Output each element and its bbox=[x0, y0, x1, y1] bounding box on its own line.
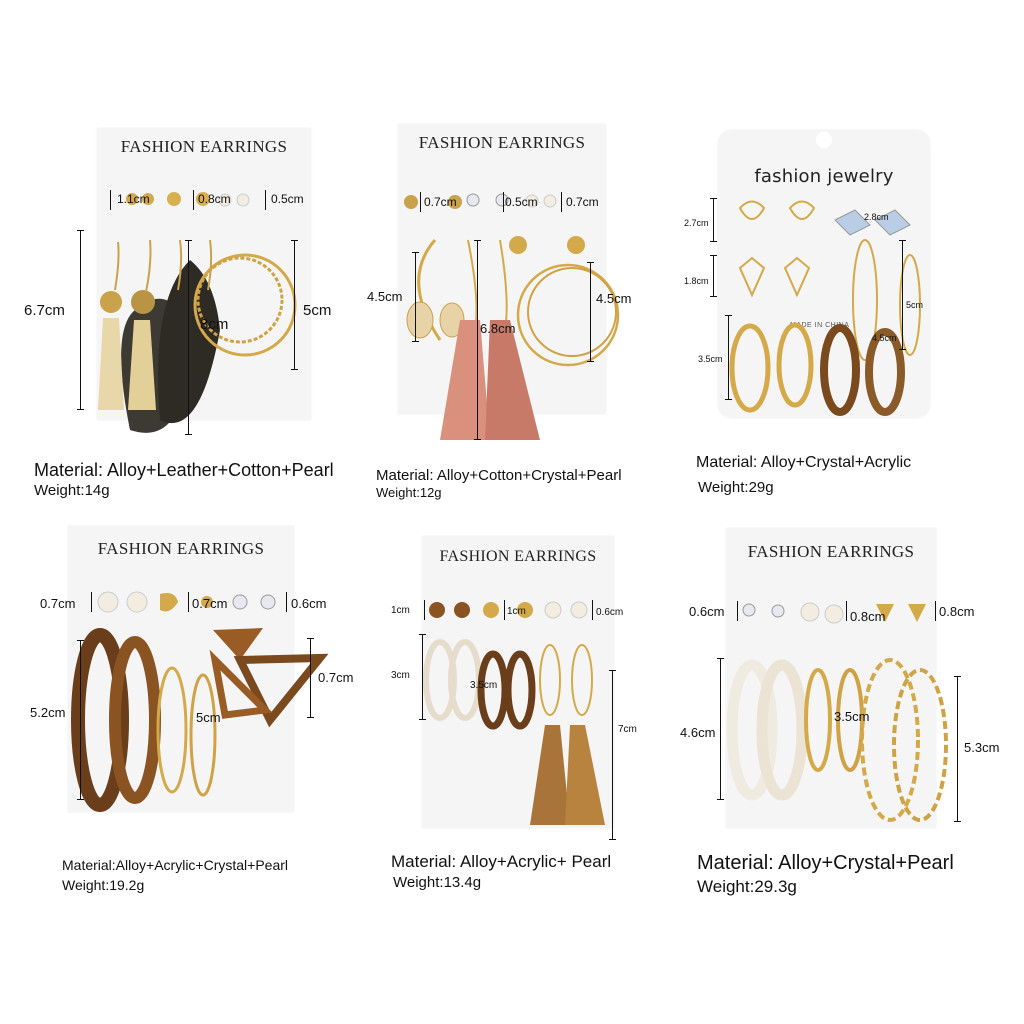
card-title: FASHION EARRINGS bbox=[120, 137, 288, 156]
earrings-hoop-set bbox=[423, 639, 605, 825]
earring-studs bbox=[742, 602, 926, 624]
dim-label: 4.5cm bbox=[367, 289, 403, 304]
weight-caption: Weight:29g bbox=[698, 479, 774, 496]
dim-label: 6.7cm bbox=[24, 302, 65, 319]
dim-label: 4.6cm bbox=[680, 725, 716, 740]
dim-label: 0.7cm bbox=[318, 670, 354, 685]
dim-label: 5cm bbox=[196, 710, 221, 725]
dim-label: 1cm bbox=[507, 606, 526, 617]
card-title: FASHION EARRINGS bbox=[747, 542, 915, 561]
dim-label: 3.5cm bbox=[698, 354, 723, 364]
earring-studs bbox=[97, 591, 276, 613]
earring-studs bbox=[429, 601, 588, 619]
dim-label: 5cm bbox=[303, 302, 332, 319]
dim-label: 7cm bbox=[618, 724, 637, 735]
dim-label: 0.7cm bbox=[424, 195, 457, 209]
product-panel-6: FASHION EARRINGS 0.6cm 0.8cm 0.8cm 4.6cm… bbox=[680, 510, 1024, 1024]
product-panel-1: FASHION EARRINGS 1.1cm 0.8cm 0.5cm 6.7cm… bbox=[0, 0, 340, 510]
dim-label: 1cm bbox=[391, 605, 410, 616]
earrings-dangle-set bbox=[98, 239, 297, 433]
weight-caption: Weight:29.3g bbox=[697, 877, 797, 896]
dim-label: 5cm bbox=[906, 300, 924, 310]
dim-label: 8cm bbox=[200, 316, 229, 333]
earrings-hoop-set bbox=[726, 658, 948, 822]
material-caption: Material:Alloy+Acrylic+Crystal+Pearl bbox=[62, 857, 289, 873]
weight-caption: Weight:14g bbox=[34, 482, 110, 499]
earring-studs bbox=[404, 193, 557, 209]
dim-label: 0.7cm bbox=[40, 596, 76, 611]
weight-caption: Weight:19.2g bbox=[62, 877, 145, 893]
earrings-hoop-set bbox=[71, 628, 329, 812]
dim-label: 0.7cm bbox=[192, 596, 228, 611]
material-caption: Material: Alloy+Leather+Cotton+Pearl bbox=[34, 460, 334, 480]
dim-label: 6.8cm bbox=[480, 321, 516, 336]
dim-label: 5.3cm bbox=[964, 740, 1000, 755]
dim-label: 3.5cm bbox=[470, 680, 498, 691]
dim-label: 5.2cm bbox=[30, 705, 66, 720]
dim-label: 0.5cm bbox=[271, 192, 304, 206]
card-title: FASHION EARRINGS bbox=[97, 539, 265, 558]
weight-caption: Weight:13.4g bbox=[393, 874, 482, 891]
dim-label: 1.1cm bbox=[117, 192, 150, 206]
card-title: FASHION EARRINGS bbox=[439, 548, 597, 565]
product-panel-4: FASHION EARRINGS 0.7cm 0.7cm 0.6cm 5.2cm… bbox=[0, 510, 360, 1024]
dim-label: 1.8cm bbox=[684, 276, 709, 286]
material-caption: Material: Alloy+Crystal+Acrylic bbox=[696, 454, 912, 471]
earring-card: fashion jewelry MADE IN CHINA bbox=[718, 130, 930, 418]
material-caption: Material: Alloy+Acrylic+ Pearl bbox=[391, 852, 612, 871]
material-caption: Material: Alloy+Crystal+Pearl bbox=[697, 852, 954, 874]
dim-label: 0.7cm bbox=[566, 195, 599, 209]
dim-label: 0.8cm bbox=[939, 604, 975, 619]
earrings-dangle-set bbox=[406, 236, 620, 440]
made-in-label: MADE IN CHINA bbox=[790, 322, 850, 329]
dim-label: 3.5cm bbox=[834, 709, 870, 724]
dim-label: 0.6cm bbox=[596, 607, 624, 618]
dim-label: 0.5cm bbox=[505, 195, 538, 209]
earring-studs bbox=[126, 192, 250, 207]
card-title: fashion jewelry bbox=[754, 166, 894, 187]
dim-label: 4.5cm bbox=[596, 291, 632, 306]
product-panel-3: fashion jewelry MADE IN CHINA 2.7cm 2.8c… bbox=[680, 0, 1024, 510]
weight-caption: Weight:12g bbox=[376, 485, 442, 500]
material-caption: Material: Alloy+Cotton+Crystal+Pearl bbox=[376, 467, 622, 484]
dim-label: 3cm bbox=[391, 670, 410, 681]
product-panel-5: FASHION EARRINGS 1cm 1cm 0.6cm 3cm 3.5cm… bbox=[360, 510, 680, 1024]
earrings-set bbox=[729, 132, 921, 416]
dim-label: 0.6cm bbox=[291, 596, 327, 611]
dim-label: 0.8cm bbox=[850, 609, 886, 624]
dim-label: 2.8cm bbox=[864, 212, 889, 222]
card-title: FASHION EARRINGS bbox=[418, 133, 586, 152]
dim-label: 2.7cm bbox=[684, 218, 709, 228]
earring-card: FASHION EARRINGS bbox=[68, 526, 294, 812]
dim-label: 0.8cm bbox=[198, 192, 231, 206]
product-panel-2: FASHION EARRINGS 0.7cm 0.5cm 0.7cm 4.5cm… bbox=[340, 0, 680, 510]
dim-label: 4.5cm bbox=[872, 333, 897, 343]
dim-label: 0.6cm bbox=[689, 604, 725, 619]
